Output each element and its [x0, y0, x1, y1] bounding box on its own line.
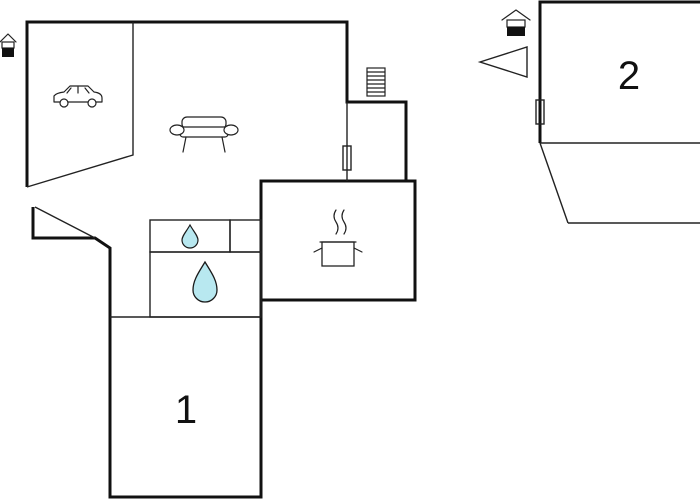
water-drop-icon: [181, 223, 199, 249]
lower-left-wall: [31, 179, 417, 499]
right-outer-wall: [538, 0, 700, 143]
cooking-pot-icon: [313, 209, 363, 267]
garage-wall: [26, 22, 134, 188]
entrance-house-icon: [0, 33, 17, 57]
sofa-icon: [169, 116, 239, 153]
car-icon: [53, 85, 103, 108]
right-building: [535, 0, 700, 224]
room-1-label: 1: [175, 388, 197, 432]
direction-triangle-icon: [477, 46, 528, 78]
stairs-icon: [366, 67, 386, 97]
water-drop-icon: [192, 260, 218, 303]
entrance-house-icon: [501, 9, 531, 36]
garage-diagonal-wall: [34, 206, 96, 239]
door-marker-icon: [535, 99, 545, 125]
bathroom-cell: [229, 219, 262, 253]
left-building: [25, 20, 417, 499]
door-marker-icon: [342, 145, 352, 171]
right-diagonal-wall: [539, 142, 569, 224]
room-2-label: 2: [618, 54, 640, 98]
outer-wall: [25, 20, 408, 187]
